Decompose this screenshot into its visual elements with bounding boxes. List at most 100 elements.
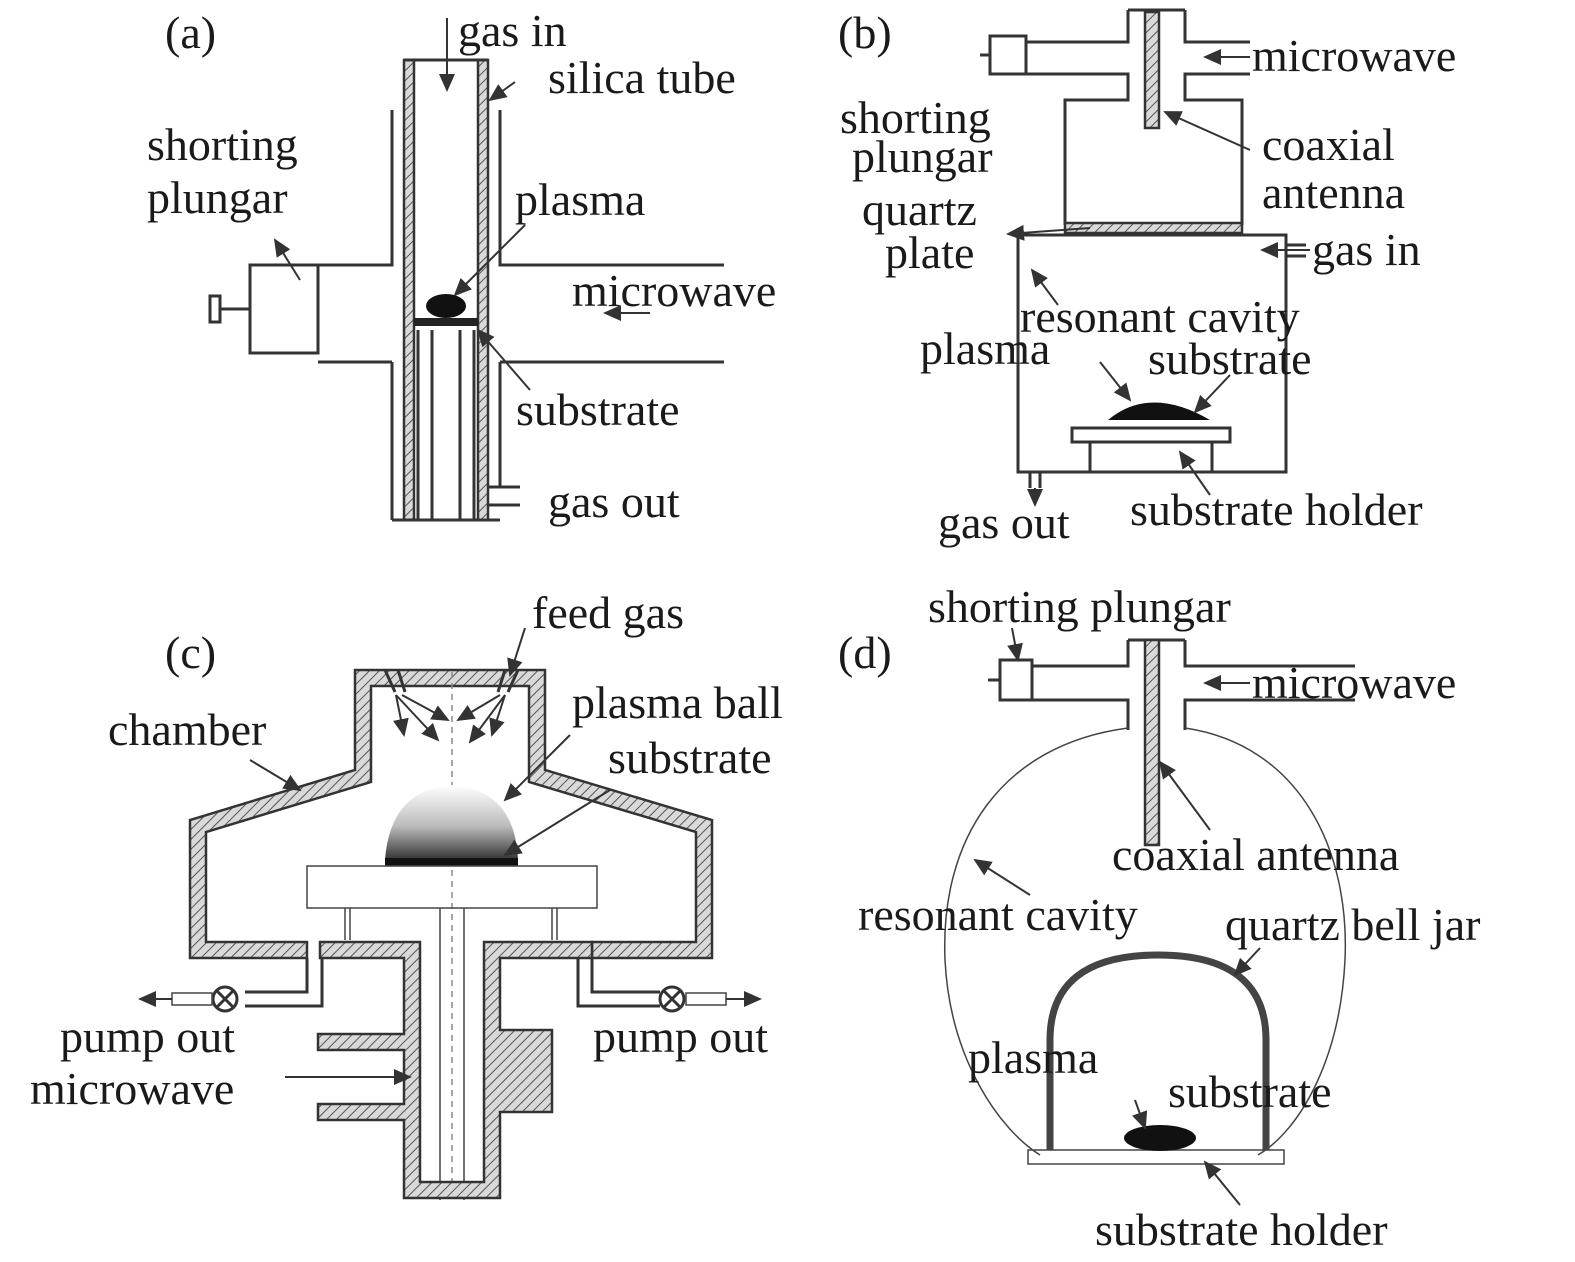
panel-d-resonant-cavity-label: resonant cavity	[858, 889, 1138, 940]
panel-b-cavity-arrow	[1030, 268, 1059, 306]
panel-b-holder-legs	[1088, 442, 1214, 472]
panel-d-holder	[1027, 1149, 1285, 1165]
panel-c-feed-gas-label: feed gas	[532, 587, 684, 638]
panel-d-plasma-label: plasma	[968, 1032, 1098, 1083]
panel-b-coaxial-label: coaxial	[1262, 119, 1395, 170]
panel-a-plungar-label: plungar	[147, 172, 288, 223]
panel-c-right-pump-stub	[685, 992, 727, 1006]
panel-c-right-pump-pipe	[576, 958, 660, 1008]
panel-b-holder-label: substrate holder	[1130, 484, 1423, 535]
panel-b-tag: (b)	[838, 7, 892, 58]
panel-a-shorting-label: shorting	[147, 119, 298, 170]
panel-c-tag: (c)	[165, 627, 216, 678]
panel-b-quartz-arrow	[1006, 224, 1091, 241]
panel-b-substrate-arrow	[1193, 374, 1231, 414]
panel-a-microwave-label: microwave	[572, 265, 776, 316]
panel-c-plasma-ball-label: plasma ball	[572, 677, 783, 728]
panel-a-gas-in-label: gas in	[458, 5, 567, 56]
panel-b-plasma-arrow	[1099, 361, 1132, 402]
panel-b-quartz-plate	[1063, 221, 1244, 235]
panel-b: (b) microwave shorting plungar coaxial a	[838, 7, 1456, 548]
panel-c: (c)	[30, 587, 783, 1200]
panel-d-antenna-arrow	[1158, 760, 1211, 831]
panel-c-substrate-label: substrate	[608, 732, 772, 783]
panel-b-gas-out-label: gas out	[938, 497, 1070, 548]
panel-a-waveguide	[318, 110, 724, 520]
panel-d-bell-jar-arrow	[1233, 947, 1261, 977]
panel-b-holder-plate	[1070, 426, 1232, 444]
panel-b-holder-arrow	[1178, 450, 1211, 496]
panel-b-gas-in-pipe	[1286, 243, 1306, 258]
panel-a-substrate	[414, 318, 478, 326]
panel-b-plungar-label: plungar	[852, 131, 993, 182]
panel-a-plasma-label: plasma	[515, 174, 645, 225]
panel-c-lower-waveguide	[316, 940, 594, 1200]
panel-c-substrate-arrow	[503, 789, 611, 857]
panel-b-substrate-label: substrate	[1148, 333, 1312, 384]
panel-b-plate-label: plate	[885, 227, 974, 278]
panel-d-plunger-arrow	[1007, 627, 1023, 662]
panel-d-resonant-cavity	[943, 727, 1347, 1156]
panel-c-chamber-label: chamber	[108, 704, 266, 755]
panel-c-stage	[306, 865, 598, 909]
panel-b-coax	[1026, 8, 1250, 225]
panel-d: (d) shorting plungar microwave coaxial a…	[838, 581, 1480, 1255]
panel-c-left-valve	[211, 985, 239, 1013]
panel-a-substrate-arrow	[476, 328, 531, 391]
panel-a-plasma	[426, 294, 466, 318]
panel-b-shorting-label: shorting	[840, 92, 991, 143]
panel-a-tag: (a)	[165, 7, 216, 58]
panel-a-silica-tube-label: silica tube	[548, 52, 736, 103]
panel-b-plasma-label: plasma	[920, 323, 1050, 374]
panel-d-holder-label: substrate holder	[1095, 1204, 1388, 1255]
panel-b-microwave-label: microwave	[1252, 30, 1456, 81]
panel-b-plunger-box	[988, 34, 1028, 76]
panel-c-gas-spray-arrows	[393, 694, 506, 744]
panel-a-silica-tube-left-wall	[402, 58, 416, 522]
panel-c-right-valve-cross	[662, 989, 682, 1009]
panel-a-substrate-support	[414, 320, 478, 520]
panel-b-plasma	[1108, 402, 1210, 420]
panel-b-antenna-label: antenna	[1262, 167, 1405, 218]
panel-c-substrate	[385, 858, 518, 866]
panel-d-shorting-plungar-label: shorting plungar	[928, 581, 1231, 632]
panel-d-holder-arrow	[1203, 1160, 1241, 1206]
panel-c-chamber-arrow	[249, 759, 302, 792]
panel-c-plasma-ball	[385, 785, 518, 860]
panel-a-plunger-box	[248, 263, 320, 355]
panel-c-left-pump-stub	[171, 992, 213, 1006]
panel-a: (a) gas in silica tube shorting plungar …	[147, 5, 776, 527]
panel-d-coax	[1032, 638, 1355, 730]
panel-c-left-valve-cross	[215, 989, 235, 1009]
panel-d-microwave-label: microwave	[1252, 657, 1456, 708]
panel-d-tag: (d)	[838, 627, 892, 678]
panel-a-gas-out-pipe	[488, 485, 520, 507]
panel-a-plunger-arrow	[273, 238, 301, 281]
panel-d-bell-jar	[1046, 951, 1270, 1150]
panel-c-pump-out-left-label: pump out	[60, 1011, 235, 1062]
panel-b-antenna	[1143, 10, 1161, 130]
panel-d-coaxial-antenna-label: coaxial antenna	[1112, 829, 1399, 880]
panel-c-rod	[439, 908, 465, 1200]
panel-d-antenna	[1143, 638, 1161, 847]
panel-a-silica-tube-arrow	[488, 81, 516, 102]
panel-a-substrate-label: substrate	[516, 384, 680, 435]
panel-c-stage-posts	[344, 908, 558, 940]
panel-d-cavity-arrow	[973, 858, 1031, 896]
panel-c-nozzles	[383, 669, 520, 693]
panel-d-bell-jar-label: quartz bell jar	[1225, 899, 1480, 950]
panel-a-plunger-handle	[208, 294, 250, 324]
panel-c-microwave-label: microwave	[30, 1063, 234, 1114]
panel-d-substrate-label: substrate	[1168, 1066, 1332, 1117]
panel-a-gas-out-label: gas out	[548, 476, 680, 527]
panel-d-plasma-arrow	[1132, 1099, 1148, 1130]
panel-b-gas-out-pipe	[1028, 472, 1042, 488]
panel-c-pump-out-right-label: pump out	[593, 1011, 768, 1062]
panel-b-antenna-arrow	[1163, 111, 1251, 151]
panel-c-plasma-ball-arrow	[503, 734, 571, 802]
panel-d-plunger-box	[998, 658, 1034, 702]
panel-b-gas-in-label: gas in	[1312, 224, 1421, 275]
panel-b-cavity	[1016, 233, 1288, 474]
